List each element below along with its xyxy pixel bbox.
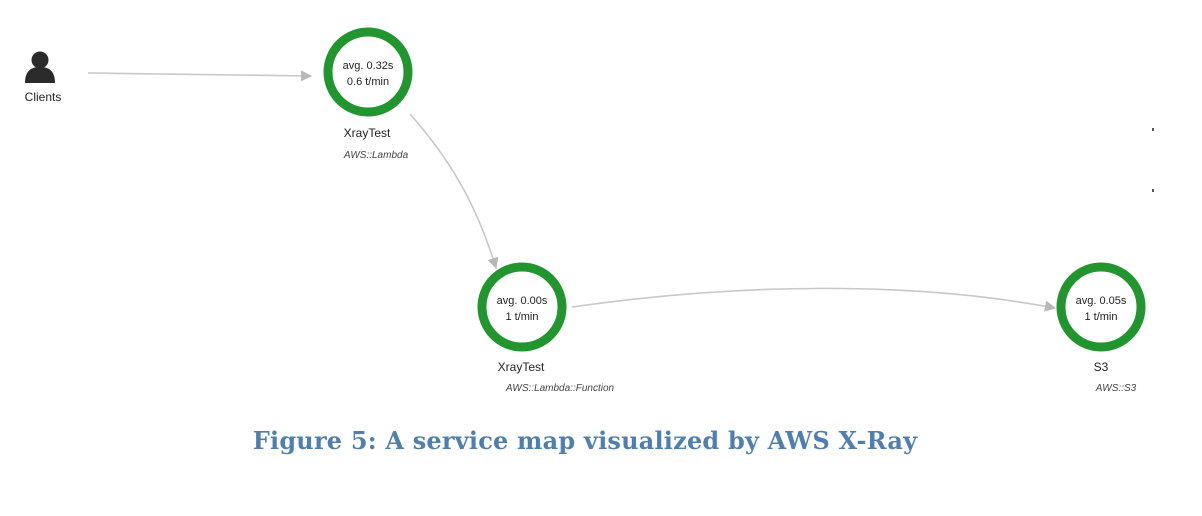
trace-rate: 1 t/min <box>1084 311 1117 323</box>
avg-latency: avg. 0.00s <box>497 295 548 307</box>
node-name: XrayTest <box>498 360 545 374</box>
edge-clients-to-xraytest[interactable] <box>87 70 313 82</box>
trace-rate: 1 t/min <box>505 311 538 323</box>
service-node-xraytest-function[interactable]: avg. 0.00s 1 t/min XrayTest AWS::Lambda:… <box>477 262 615 394</box>
trace-rate: 0.6 t/min <box>347 76 389 88</box>
clients-node[interactable]: Clients <box>25 51 62 105</box>
service-node-xraytest-lambda[interactable]: avg. 0.32s 0.6 t/min XrayTest AWS::Lambd… <box>323 27 413 161</box>
node-name: S3 <box>1094 360 1109 374</box>
health-ring <box>477 262 567 352</box>
health-ring <box>1056 262 1146 352</box>
health-ring <box>323 27 413 117</box>
service-node-s3[interactable]: avg. 0.05s 1 t/min S3 AWS::S3 <box>1056 262 1146 394</box>
avg-latency: avg. 0.32s <box>343 60 394 72</box>
edge-function-to-s3[interactable] <box>571 287 1057 312</box>
figure-caption: Figure 5: A service map visualized by AW… <box>252 426 918 455</box>
node-type: AWS::Lambda <box>343 150 409 161</box>
service-map: Clients avg. 0.32s 0.6 t/min XrayTest AW… <box>25 27 1154 394</box>
offscreen-edge-mark <box>1152 128 1154 131</box>
node-name: XrayTest <box>344 126 391 140</box>
user-icon <box>25 51 55 83</box>
offscreen-edge-mark <box>1152 189 1154 192</box>
node-type: AWS::Lambda::Function <box>505 383 615 394</box>
avg-latency: avg. 0.05s <box>1076 295 1127 307</box>
edge-xraytest-to-function[interactable] <box>409 113 499 270</box>
clients-label: Clients <box>25 90 62 104</box>
node-type: AWS::S3 <box>1095 383 1137 394</box>
